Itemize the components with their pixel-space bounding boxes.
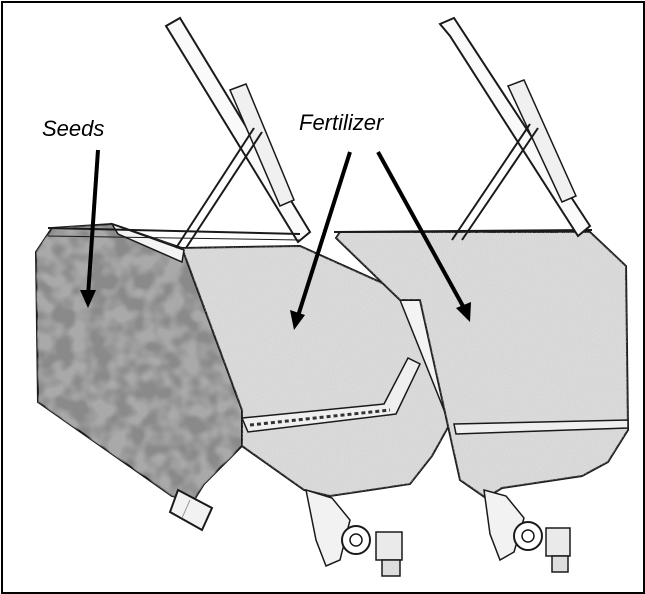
metering-unit-icon (306, 490, 402, 576)
fertilizer-label: Fertilizer (299, 112, 383, 134)
metering-unit-icon (484, 490, 570, 572)
hopper-lid-icon (440, 18, 590, 240)
seeds-label: Seeds (42, 118, 104, 140)
